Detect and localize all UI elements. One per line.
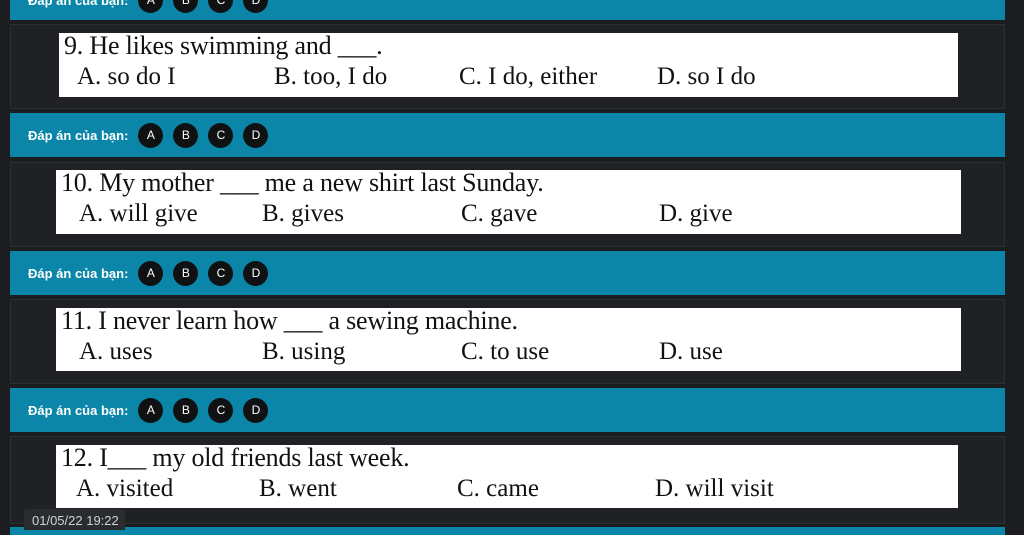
option-c-button[interactable]: C: [208, 260, 234, 286]
option-a-button[interactable]: A: [138, 122, 164, 148]
question-card-12: 12. I___ my old friends last week. A. vi…: [10, 436, 1005, 524]
option-d-button[interactable]: D: [243, 0, 269, 13]
option-c-button[interactable]: C: [208, 397, 234, 423]
choice-10-b: B. gives: [262, 200, 344, 227]
question-card-9: 9. He likes swimming and ___. A. so do I…: [10, 24, 1005, 109]
answer-bar-9: Đáp án của bạn: A B C D: [10, 113, 1005, 157]
choice-10-d: D. give: [659, 200, 733, 227]
option-a-button[interactable]: A: [138, 260, 164, 286]
choice-9-d: D. so I do: [657, 63, 756, 90]
question-image-11: 11. I never learn how ___ a sewing machi…: [56, 306, 961, 371]
option-b-button[interactable]: B: [173, 260, 199, 286]
choice-12-b: B. went: [259, 475, 337, 502]
answer-label: Đáp án của bạn:: [28, 127, 129, 143]
choice-11-d: D. use: [659, 338, 723, 365]
question-image-9: 9. He likes swimming and ___. A. so do I…: [59, 31, 958, 97]
choice-11-a: A. uses: [79, 338, 153, 365]
question-card-10: 10. My mother ___ me a new shirt last Su…: [10, 162, 1005, 247]
option-d-button[interactable]: D: [243, 122, 269, 148]
choice-12-a: A. visited: [76, 475, 174, 502]
question-text-9: 9. He likes swimming and ___.: [64, 31, 383, 60]
question-card-11: 11. I never learn how ___ a sewing machi…: [10, 299, 1005, 384]
option-a-button[interactable]: A: [138, 397, 164, 423]
answer-bar-10: Đáp án của bạn: A B C D: [10, 251, 1005, 295]
option-a-button[interactable]: A: [138, 0, 164, 13]
answer-label: Đáp án của bạn:: [28, 0, 129, 8]
choice-10-c: C. gave: [461, 200, 538, 227]
choice-10-a: A. will give: [79, 200, 198, 227]
timestamp: 01/05/22 19:22: [24, 509, 125, 530]
answer-bar-top: Đáp án của bạn: A B C D: [10, 0, 1005, 20]
option-b-button[interactable]: B: [173, 0, 199, 13]
answer-label: Đáp án của bạn:: [28, 402, 129, 418]
choice-9-b: B. too, I do: [274, 63, 388, 90]
option-b-button[interactable]: B: [173, 122, 199, 148]
choice-9-a: A. so do I: [77, 63, 176, 90]
question-text-10: 10. My mother ___ me a new shirt last Su…: [61, 168, 544, 197]
option-d-button[interactable]: D: [243, 397, 269, 423]
choice-9-c: C. I do, either: [459, 63, 598, 90]
option-c-button[interactable]: C: [208, 0, 234, 13]
choice-12-d: D. will visit: [655, 475, 774, 502]
option-c-button[interactable]: C: [208, 122, 234, 148]
choice-12-c: C. came: [457, 475, 539, 502]
answer-bar-11: Đáp án của bạn: A B C D: [10, 388, 1005, 432]
answer-label: Đáp án của bạn:: [28, 265, 129, 281]
option-d-button[interactable]: D: [243, 260, 269, 286]
question-text-11: 11. I never learn how ___ a sewing machi…: [61, 306, 518, 335]
question-image-12: 12. I___ my old friends last week. A. vi…: [56, 443, 958, 508]
choice-11-c: C. to use: [461, 338, 550, 365]
question-image-10: 10. My mother ___ me a new shirt last Su…: [56, 168, 961, 234]
question-text-12: 12. I___ my old friends last week.: [61, 443, 410, 472]
choice-11-b: B. using: [262, 338, 346, 365]
answer-bar-bottom: [10, 527, 1005, 535]
option-b-button[interactable]: B: [173, 397, 199, 423]
